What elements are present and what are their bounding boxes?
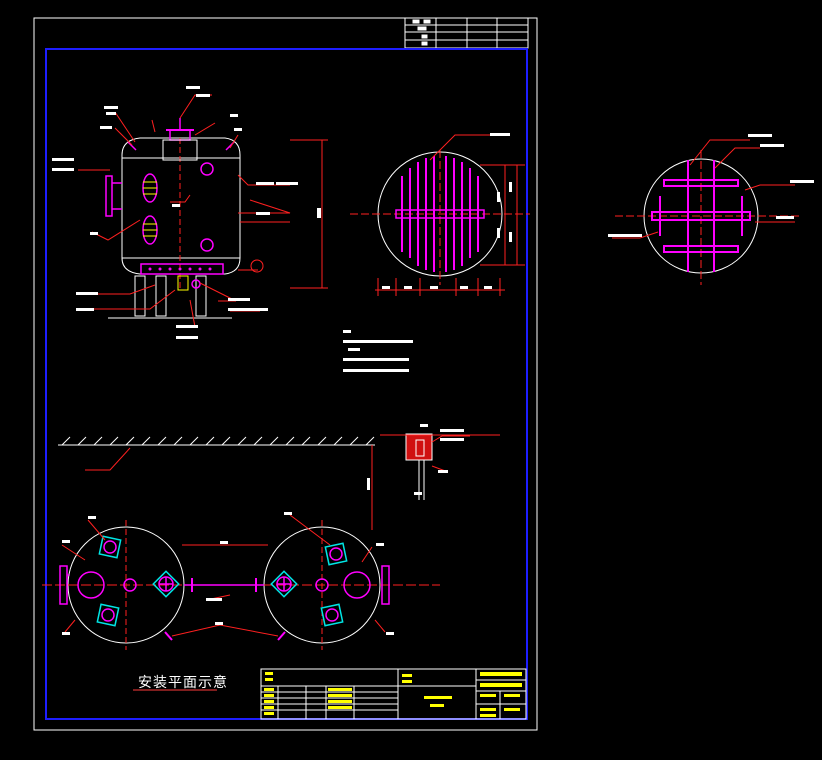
nozzle-detail [380,424,500,500]
installation-plan [42,436,440,650]
revision-table [404,17,529,49]
notes-block [343,330,413,372]
distributor-plan [350,133,530,296]
vessel-elevation [52,86,328,339]
lateral-plan [608,134,814,285]
sheet-frame [33,17,538,731]
title-block [260,668,527,720]
title-block-text [264,672,522,717]
drawing-border [45,48,528,720]
installation-plan-caption: 安装平面示意 [138,675,228,691]
